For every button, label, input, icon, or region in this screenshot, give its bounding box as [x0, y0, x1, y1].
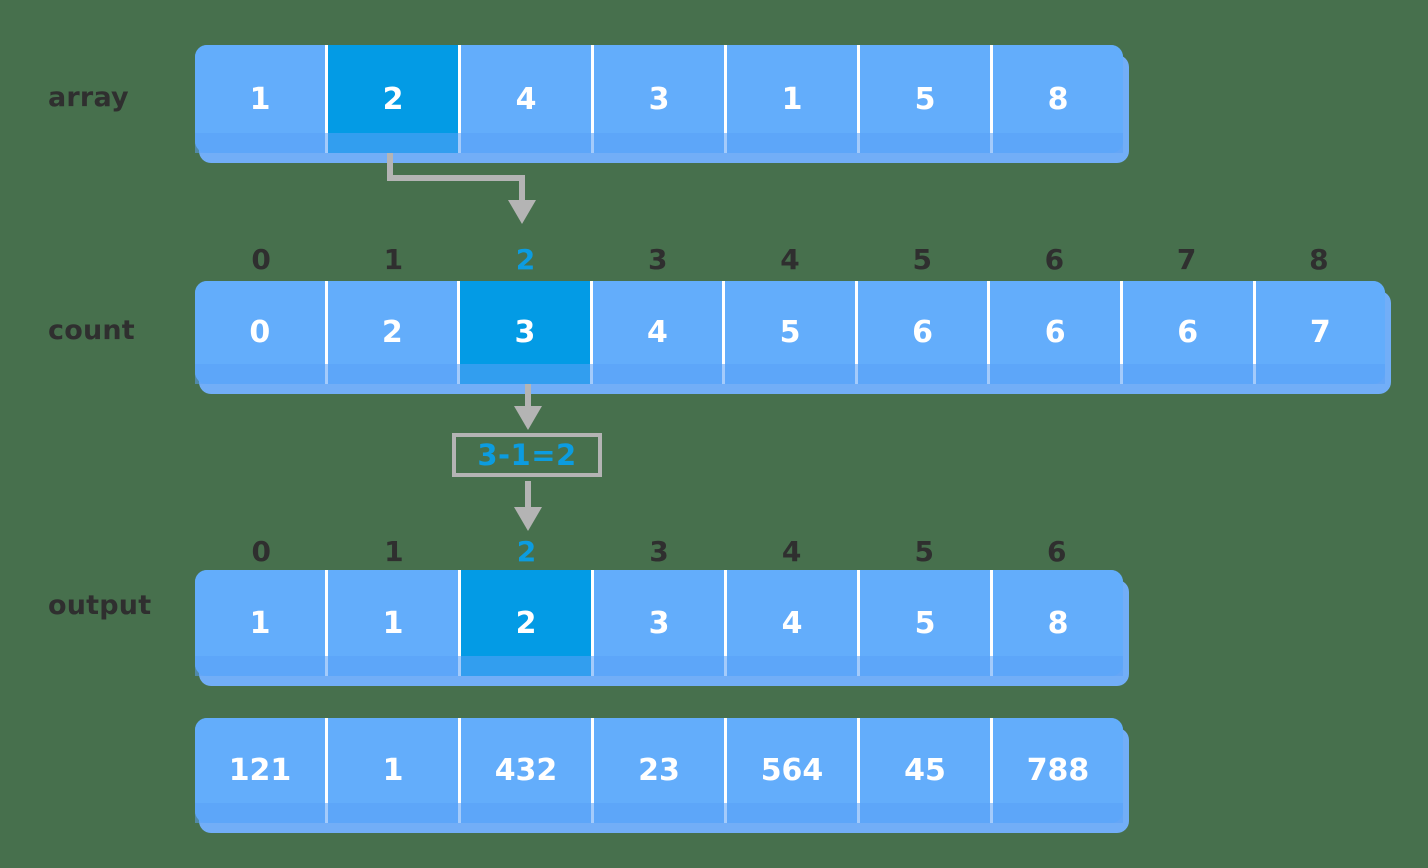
output-cell: 1: [325, 570, 458, 676]
array-cell: 2: [325, 45, 458, 153]
output-cell: 4: [724, 570, 857, 676]
count-index-label: 2: [515, 243, 536, 276]
count-cell: 3: [457, 281, 590, 384]
output-index-strip: 0 1 2 3 4 5 6: [195, 535, 1123, 568]
count-cell: 5: [722, 281, 855, 384]
row-label-count: count: [48, 315, 135, 346]
records-cell: 432: [458, 718, 591, 823]
output-index-label: 4: [781, 535, 802, 568]
records-cell: 564: [724, 718, 857, 823]
count-index-label: 4: [780, 243, 800, 276]
row-label-array: array: [48, 82, 129, 113]
output-index-label: 2: [516, 535, 537, 568]
count-index-strip: 0 1 2 3 4 5 6 7 8: [195, 243, 1385, 276]
equation-box: 3-1=2: [452, 433, 602, 477]
records-cell: 23: [591, 718, 724, 823]
output-index-label: 5: [914, 535, 934, 568]
count-index-label: 7: [1176, 243, 1197, 276]
output-cell: 2: [458, 570, 591, 676]
connector-count-to-equation-icon: [514, 382, 542, 430]
array-cell: 3: [591, 45, 724, 153]
output-cell: 5: [857, 570, 990, 676]
output-index-label: 3: [649, 535, 669, 568]
array-cell: 4: [458, 45, 591, 153]
array-cell: 1: [195, 45, 325, 153]
records-cell: 45: [857, 718, 990, 823]
count-index-label: 5: [912, 243, 932, 276]
output-index-label: 6: [1047, 535, 1067, 568]
array-cell: 1: [724, 45, 857, 153]
connector-equation-to-output-icon: [514, 481, 542, 531]
array-cell: 5: [857, 45, 990, 153]
count-index-label: 1: [383, 243, 404, 276]
count-index-label: 6: [1044, 243, 1065, 276]
count-cell: 6: [987, 281, 1120, 384]
records-cell: 788: [990, 718, 1123, 823]
output-cell: 3: [591, 570, 724, 676]
output-index-label: 0: [251, 535, 272, 568]
count-cell: 6: [854, 281, 988, 384]
count-cell: 2: [324, 281, 458, 384]
count-cell: 0: [195, 281, 325, 384]
output-cell: 8: [990, 570, 1123, 676]
array-cell: 8: [990, 45, 1123, 153]
connector-array-to-count-icon: [387, 150, 536, 224]
count-index-label: 0: [251, 243, 271, 276]
count-cell: 7: [1252, 281, 1385, 384]
records-cell: 1: [325, 718, 458, 823]
output-index-label: 1: [384, 535, 404, 568]
records-cell: 121: [195, 718, 325, 823]
count-index-label: 3: [648, 243, 668, 276]
row-label-output: output: [48, 590, 152, 621]
count-cell: 4: [589, 281, 723, 384]
output-cell: 1: [195, 570, 325, 676]
count-cell: 6: [1119, 281, 1253, 384]
count-index-label: 8: [1309, 243, 1329, 276]
